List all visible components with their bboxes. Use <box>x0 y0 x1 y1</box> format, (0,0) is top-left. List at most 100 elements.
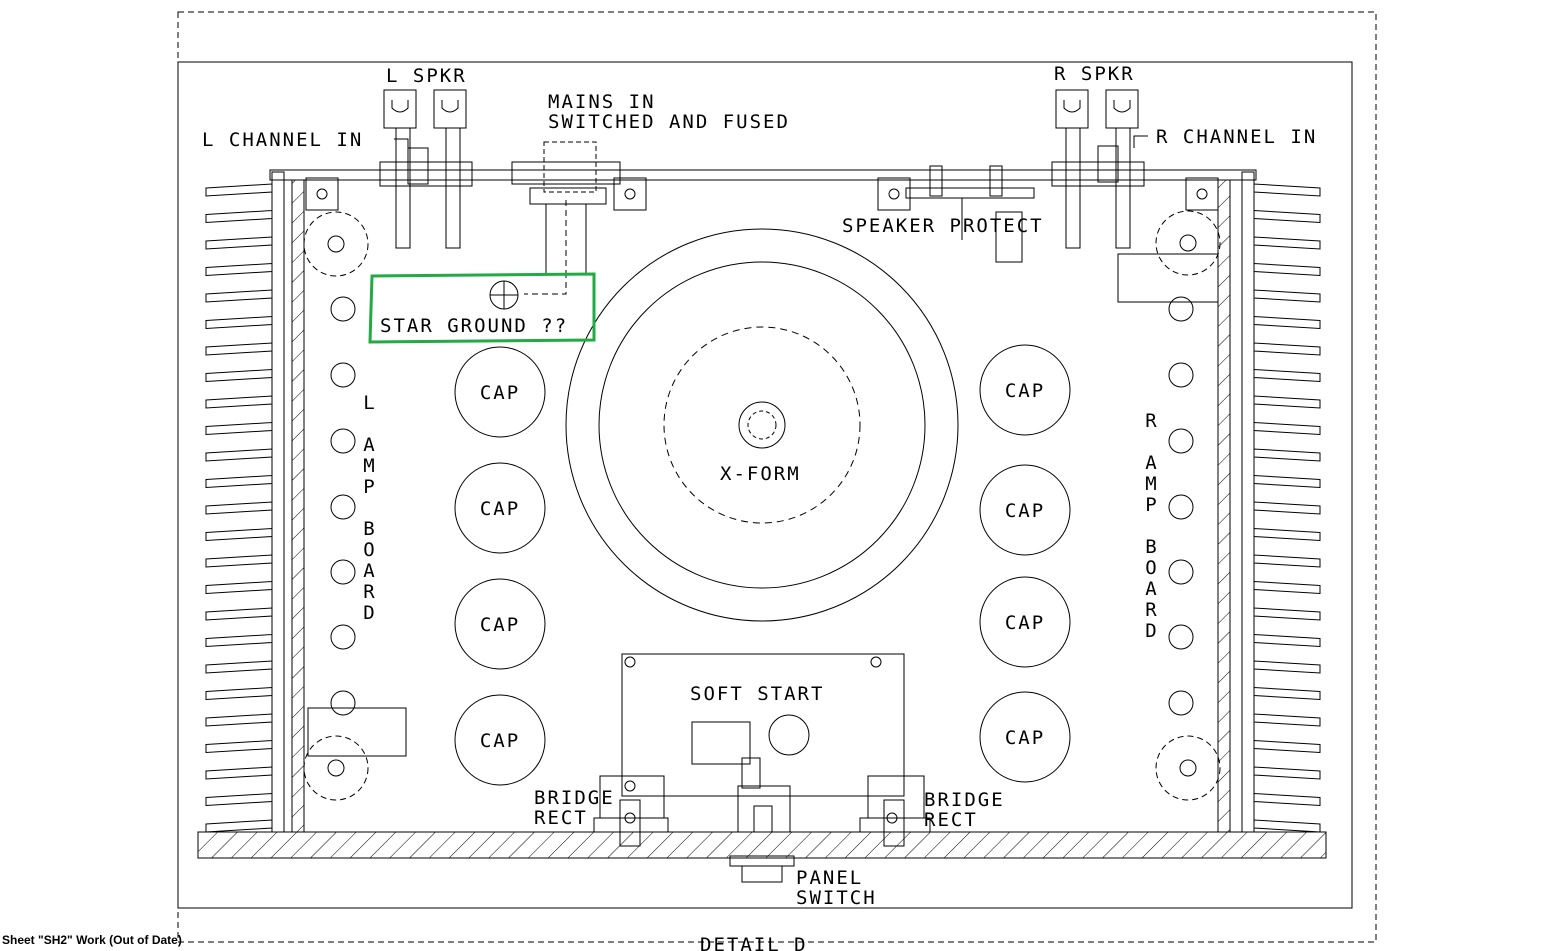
capacitor-label: CAP <box>480 614 520 636</box>
amp-board-letter: R <box>1145 599 1158 621</box>
star-ground-highlight <box>368 272 596 344</box>
drawing-frame <box>177 61 1353 909</box>
heatsink-fin <box>205 580 273 595</box>
amp-board-letter: B <box>1145 536 1158 558</box>
heatsink-fin <box>205 713 273 727</box>
heatsink-fin <box>1253 739 1321 754</box>
heatsink-fin <box>1253 633 1321 648</box>
amp-board-letter: L <box>363 392 376 414</box>
heatsink-fin <box>205 607 273 621</box>
back-panel-screws <box>305 177 1219 211</box>
capacitor: CAP <box>454 346 546 438</box>
heatsink-fin <box>1253 183 1321 197</box>
soft-start-board <box>621 653 905 797</box>
amp-board-letter: M <box>1145 473 1158 495</box>
heatsink-fin <box>1253 792 1321 807</box>
capacitor-label: CAP <box>480 730 520 752</box>
heatsink-fin <box>1253 686 1321 701</box>
heatsink-fin <box>1253 448 1321 462</box>
heatsink-fin <box>1253 289 1321 303</box>
heatsink-fin <box>1253 766 1321 780</box>
heatsink-fin <box>205 421 273 436</box>
heatsink-fin <box>205 792 273 807</box>
capacitor-label: CAP <box>1005 727 1045 749</box>
left-rail-inner <box>291 179 305 833</box>
heatsink-fin <box>1253 713 1321 727</box>
heatsink-fin <box>1253 607 1321 621</box>
heatsink-fin <box>205 368 273 383</box>
bridge-rect-right-label-1: BRIDGE <box>924 789 1005 811</box>
amp-board-letter: D <box>1145 620 1158 642</box>
amp-board-letter: A <box>363 560 376 582</box>
heatsink-fin <box>205 766 273 780</box>
panel-switch-label-2: SWITCH <box>796 887 877 909</box>
mains-in-label: MAINS IN <box>548 91 656 113</box>
bridge-rect-left <box>593 775 669 847</box>
heatsink-fin <box>1253 236 1321 250</box>
capacitors: CAP CAP CAP CAP CAP CAP CAP CAP <box>454 344 1071 786</box>
amp-board-letter: M <box>363 455 376 477</box>
speaker-protect-board <box>905 165 1035 263</box>
heatsink-fin <box>205 819 273 833</box>
panel-switch <box>729 785 795 883</box>
bridge-rect-right <box>859 775 931 847</box>
soft-start-label: SOFT START <box>690 683 824 705</box>
right-rail-inner <box>1217 179 1231 833</box>
amp-board-letter: O <box>1145 557 1158 579</box>
heatsink-fin <box>1253 262 1321 277</box>
star-ground-label: STAR GROUND ?? <box>380 315 568 337</box>
heatsink-fin <box>205 527 273 542</box>
detail-label: DETAIL D <box>700 934 808 951</box>
heatsink-fin <box>205 209 273 224</box>
back-panel <box>269 169 1257 181</box>
capacitor: CAP <box>979 576 1071 668</box>
mains-inlet <box>511 141 621 295</box>
heatsink-fin <box>205 739 273 754</box>
heatsink-fin <box>1253 474 1321 489</box>
heatsink-fin <box>1253 580 1321 595</box>
bridge-rect-left-label-1: BRIDGE <box>534 787 615 809</box>
amp-board-letter: R <box>363 581 376 603</box>
r-channel-in-jack <box>1097 145 1119 183</box>
capacitor: CAP <box>454 694 546 786</box>
mains-switched-label: SWITCHED AND FUSED <box>548 111 790 133</box>
amp-board-letter: A <box>1145 452 1158 474</box>
capacitor: CAP <box>979 691 1071 783</box>
heatsink-fin <box>1253 501 1321 515</box>
heatsink-fin <box>205 289 273 303</box>
left-rail <box>271 171 285 833</box>
r-spkr-label: R SPKR <box>1054 63 1135 85</box>
capacitor: CAP <box>979 344 1071 436</box>
heatsink-fin <box>1253 554 1321 568</box>
right-heatsink <box>1253 183 1321 833</box>
heatsink-fin <box>1253 395 1321 409</box>
capacitor-label: CAP <box>480 382 520 404</box>
leader-lines <box>394 135 1148 151</box>
amp-board-letter: A <box>363 434 376 456</box>
panel-switch-label-1: PANEL <box>796 867 863 889</box>
heatsink-fin <box>205 315 273 330</box>
amp-board-letter: R <box>1145 410 1158 432</box>
l-amp-board-components <box>303 211 407 801</box>
heatsink-fin <box>205 395 273 409</box>
heatsink-fin <box>1253 819 1321 833</box>
heatsink-fin <box>205 501 273 515</box>
speaker-protect-label: SPEAKER PROTECT <box>842 215 1044 237</box>
bridge-rect-left-label-2: RECT <box>534 807 588 829</box>
heatsink-fin <box>205 236 273 250</box>
r-channel-in-label: R CHANNEL IN <box>1156 126 1317 148</box>
amp-board-letter: D <box>363 602 376 624</box>
front-panel <box>197 831 1327 859</box>
heatsink-fin <box>1253 527 1321 542</box>
heatsink-fin <box>205 633 273 648</box>
l-spkr-label: L SPKR <box>386 65 467 87</box>
capacitor: CAP <box>979 464 1071 556</box>
l-channel-in-label: L CHANNEL IN <box>202 129 363 151</box>
capacitor: CAP <box>454 462 546 554</box>
heatsink-fin <box>1253 368 1321 383</box>
left-heatsink <box>205 183 273 833</box>
capacitor: CAP <box>454 578 546 670</box>
amp-board-letter: B <box>363 518 376 540</box>
